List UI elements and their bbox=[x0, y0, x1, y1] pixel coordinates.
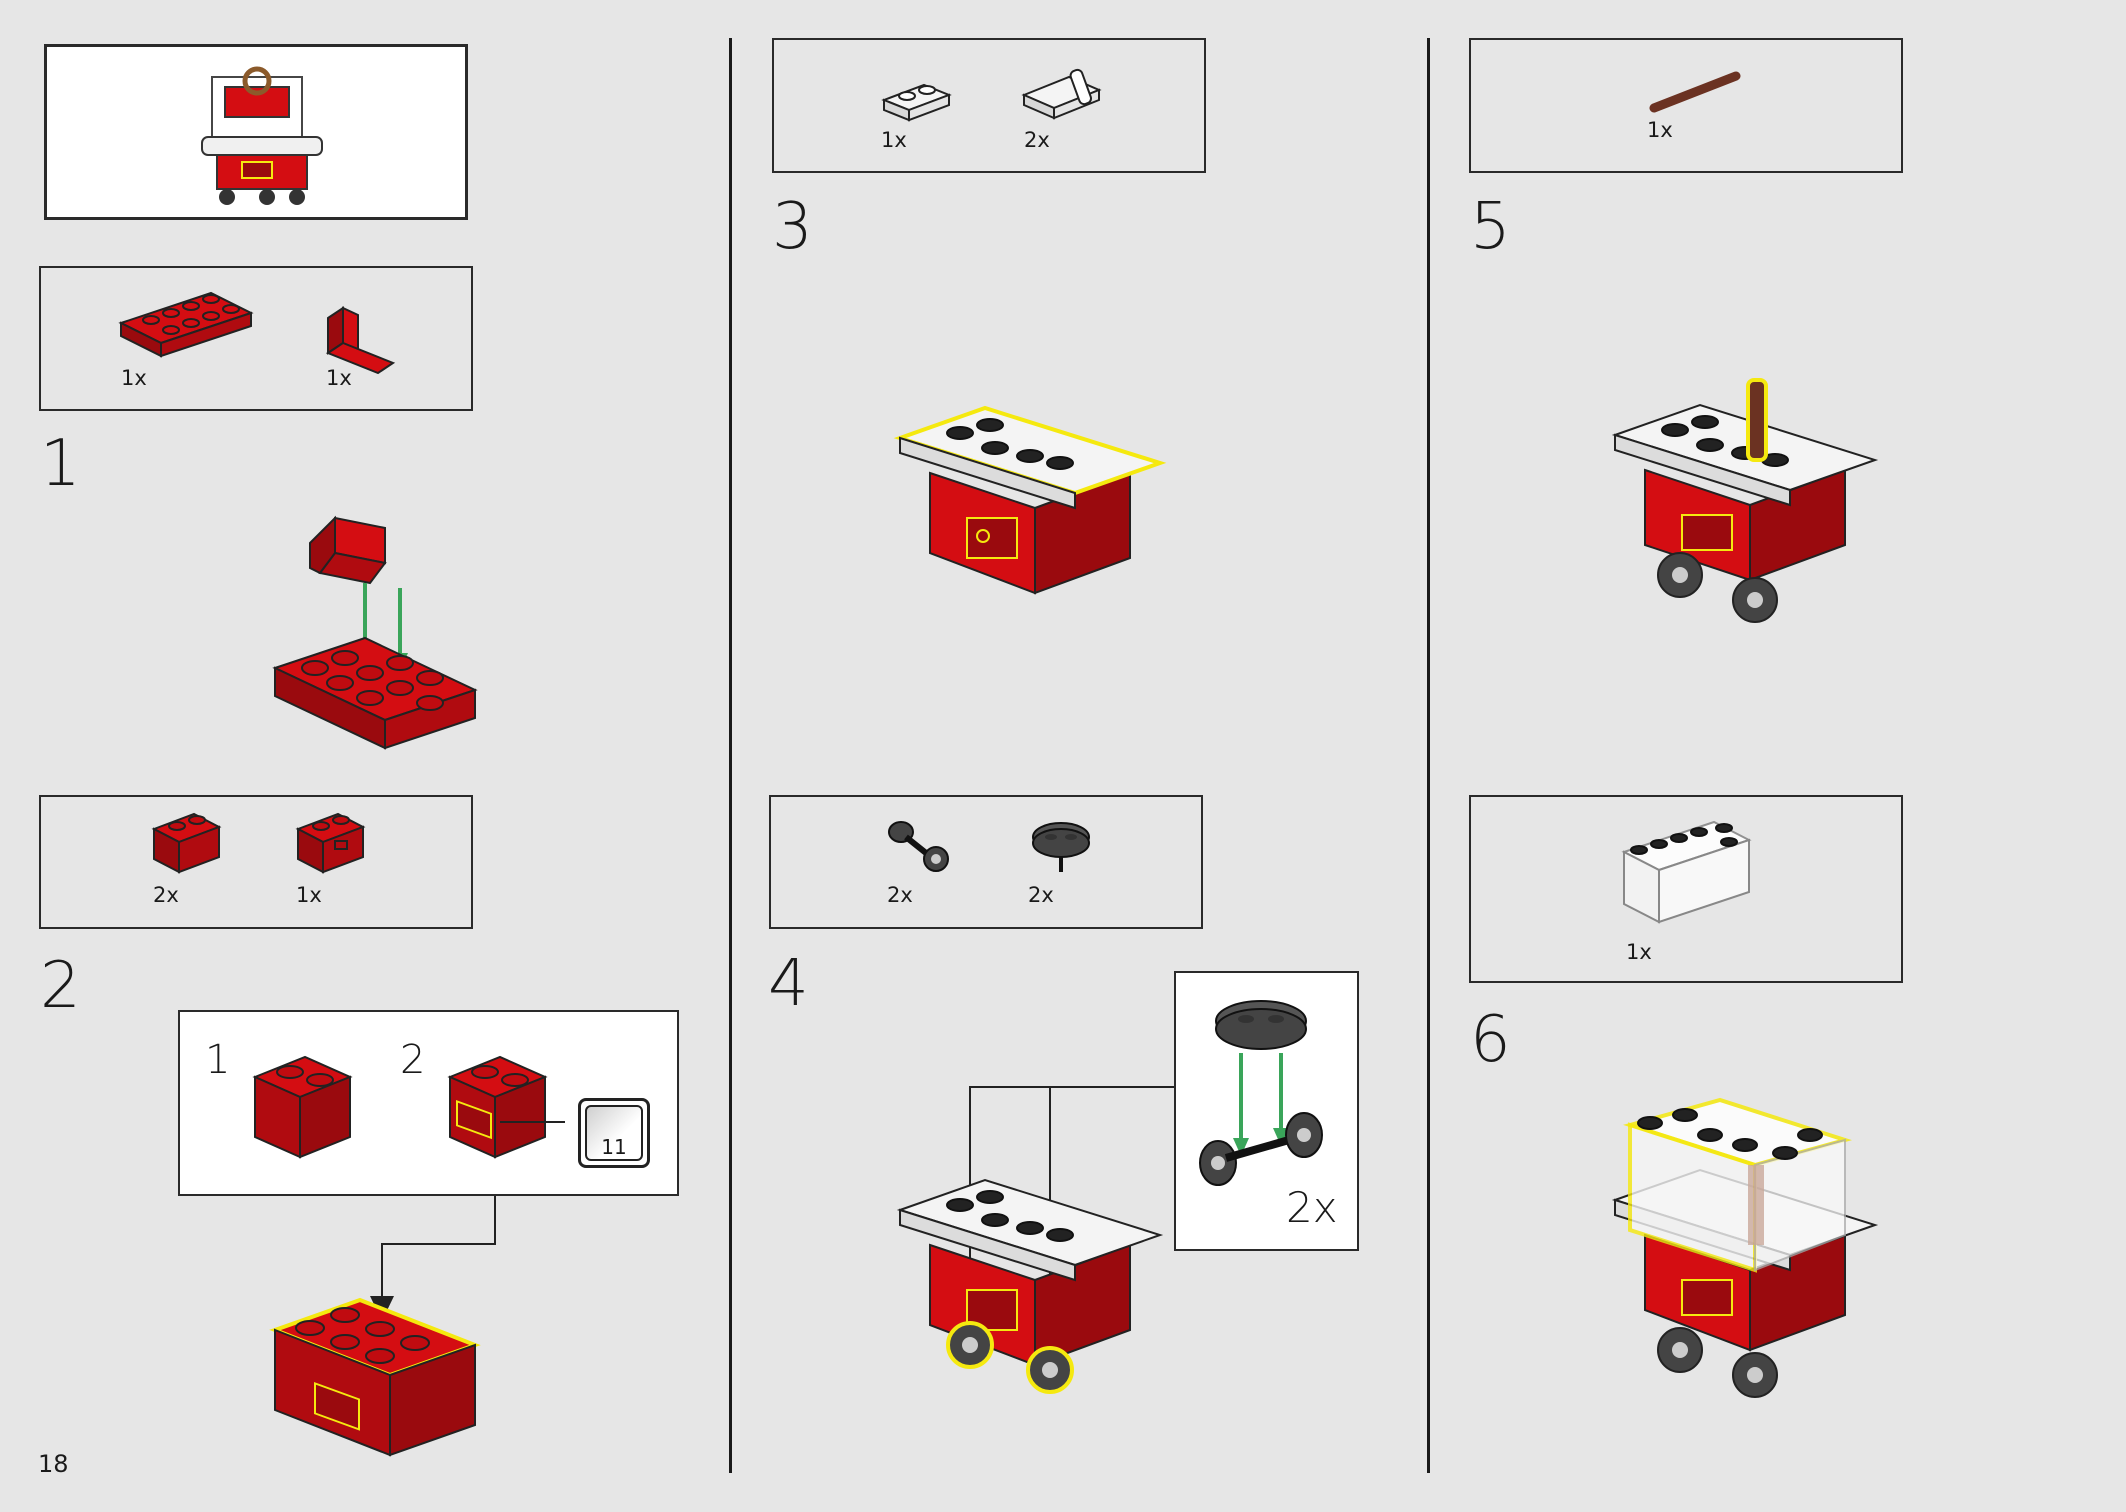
step-1-parts-box: 1x 1x bbox=[39, 266, 473, 411]
step-5-parts-box: 1x bbox=[1469, 38, 1903, 173]
part-quantity: 1x bbox=[296, 883, 322, 907]
step-5-assembly bbox=[1611, 378, 1879, 623]
part-quantity: 2x bbox=[887, 883, 913, 907]
step-4-callout-box: 2x bbox=[1174, 971, 1359, 1251]
part-quantity: 1x bbox=[881, 128, 907, 152]
red-plate-2x4-icon bbox=[118, 291, 254, 358]
pretzel-cart-preview-image bbox=[201, 66, 323, 205]
substep-number: 1 bbox=[205, 1037, 231, 1083]
part-quantity: 1x bbox=[1626, 940, 1652, 964]
callout-multiplier: 2x bbox=[1286, 1183, 1338, 1232]
sticker-inner bbox=[585, 1105, 643, 1161]
step-1-assembly bbox=[272, 515, 478, 750]
step-2-parts-box: 2x 1x bbox=[39, 795, 473, 929]
dark-grey-round-plate-icon bbox=[1032, 822, 1090, 872]
step-6-parts-box: 1x bbox=[1469, 795, 1903, 983]
white-plate-1x2-icon bbox=[881, 83, 952, 122]
substep-1-brick bbox=[252, 1055, 353, 1159]
column-divider-1 bbox=[729, 38, 732, 1473]
brown-bar-icon bbox=[1649, 71, 1741, 113]
part-quantity: 1x bbox=[121, 366, 147, 390]
step-number: 6 bbox=[1470, 1003, 1511, 1077]
red-bracket-icon bbox=[325, 306, 396, 375]
page-number: 18 bbox=[38, 1450, 69, 1478]
column-divider-2 bbox=[1427, 38, 1430, 1473]
sticker-reference: 11 bbox=[578, 1098, 650, 1168]
step-number: 5 bbox=[1470, 190, 1511, 264]
step-number: 4 bbox=[768, 947, 809, 1021]
step-number: 1 bbox=[40, 427, 81, 501]
red-brick-with-clip-icon bbox=[295, 812, 366, 874]
part-quantity: 1x bbox=[1647, 118, 1673, 142]
substep-number: 2 bbox=[400, 1037, 426, 1083]
callout-wheel-assembly bbox=[1199, 1000, 1323, 1186]
red-brick-1x2-icon bbox=[151, 812, 222, 874]
part-quantity: 1x bbox=[326, 366, 352, 390]
model-preview-box bbox=[44, 44, 468, 220]
part-quantity: 2x bbox=[153, 883, 179, 907]
step-4-assembly bbox=[896, 1178, 1164, 1394]
step-4-parts-box: 2x 2x bbox=[769, 795, 1203, 929]
transparent-windscreen-icon bbox=[1621, 820, 1752, 924]
step-3-assembly bbox=[893, 405, 1167, 595]
part-quantity: 2x bbox=[1024, 128, 1050, 152]
sticker-number: 11 bbox=[601, 1135, 627, 1159]
wheel-axle-icon bbox=[888, 821, 949, 872]
step-2-subassembly-box: 1 2 11 bbox=[178, 1010, 679, 1196]
substep-2-brick-with-sticker bbox=[447, 1055, 565, 1159]
step-number: 3 bbox=[772, 190, 813, 264]
white-plate-with-bar-icon bbox=[1021, 68, 1102, 120]
step-6-assembly bbox=[1611, 1097, 1879, 1398]
step-number: 2 bbox=[40, 949, 81, 1023]
step-2-assembly bbox=[269, 1297, 481, 1457]
part-quantity: 2x bbox=[1028, 883, 1054, 907]
step-3-parts-box: 1x 2x bbox=[772, 38, 1206, 173]
